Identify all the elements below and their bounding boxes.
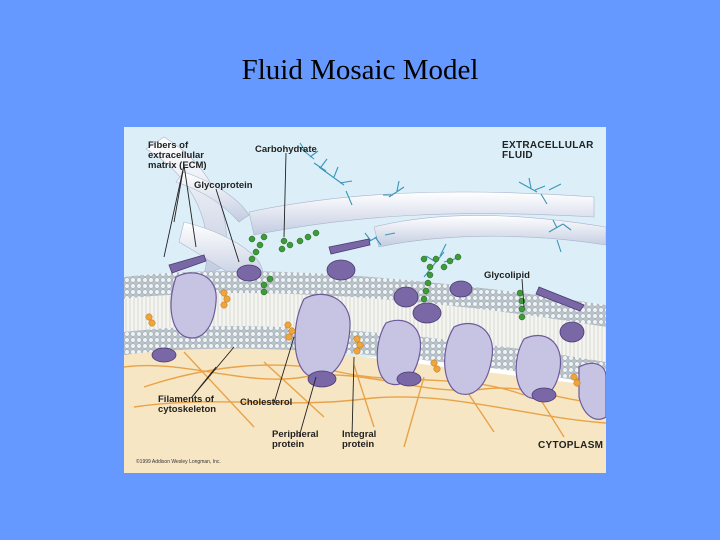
glycoprotein-label: Glycoprotein	[194, 180, 253, 191]
copyright-notice: ©1999 Addison Wesley Longman, Inc.	[136, 459, 221, 465]
lower-head-layer	[124, 326, 606, 385]
upper-head-layer	[124, 271, 606, 327]
membrane-illustration	[124, 127, 606, 473]
integral-protein-label: Integral protein	[342, 429, 377, 450]
membrane-diagram: Fibers of extracellular matrix (ECM) Car…	[124, 127, 606, 473]
ecm-fibers-label: Fibers of extracellular matrix (ECM)	[148, 140, 207, 171]
ecm-fibers	[145, 136, 606, 284]
tail-layer	[124, 293, 606, 362]
carbohydrate-chains	[248, 229, 526, 321]
cytoplasm-label: CYTOPLASM	[538, 440, 604, 451]
integral-proteins	[170, 272, 606, 420]
cholesterol-molecules	[145, 289, 581, 387]
cholesterol-label: Cholesterol	[240, 397, 293, 408]
peripheral-proteins	[151, 238, 585, 403]
glycolipid-label: Glycolipid	[484, 270, 530, 281]
extracellular-fluid-label: EXTRACELLULAR FLUID	[502, 140, 594, 161]
carbohydrate-label: Carbohydrate	[255, 144, 317, 155]
slide-title: Fluid Mosaic Model	[241, 54, 479, 86]
leader-lines	[163, 152, 525, 438]
peripheral-protein-label: Peripheral protein	[272, 429, 319, 450]
cytoskeleton-label: Filaments of cytoskeleton	[158, 394, 217, 415]
